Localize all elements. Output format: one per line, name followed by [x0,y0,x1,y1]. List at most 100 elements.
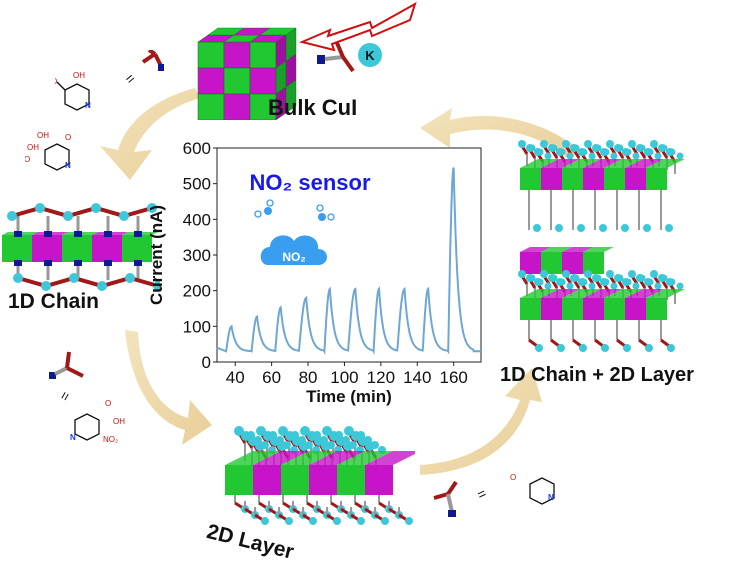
o-atom [405,517,413,525]
o-atom [636,274,644,282]
bulk-cui-label: Bulk CuI [268,95,358,120]
block-top [646,159,685,168]
block [583,168,604,190]
o-atom [606,270,614,278]
o-atom [35,203,45,213]
block-top [604,289,643,298]
block [520,298,541,320]
o-atom [570,144,578,152]
o-atom [365,441,375,451]
x-tick-label: 60 [262,368,281,387]
carboxylate-chain [11,205,153,219]
o-atom [540,140,548,148]
o-atom [285,517,293,525]
o-atom [577,224,585,232]
block-top [337,451,393,465]
svg-text:NO₂: NO₂ [103,435,118,444]
o-atom [588,282,596,290]
y-tick-label: 100 [183,317,211,336]
cube-side-cell [285,79,297,114]
o-atom [614,274,622,282]
o-atom [248,436,258,446]
block-top [541,289,580,298]
o-atom [621,224,629,232]
k-atom-label: K [365,48,375,63]
y-tick-label: 200 [183,282,211,301]
x-axis-label: Time (min) [306,387,392,406]
block [541,298,562,320]
block-top [562,247,593,252]
cube-cell [249,67,277,95]
o-atom [644,148,652,156]
o-atom [526,144,534,152]
svg-text:OH: OH [37,131,49,140]
arrow-mixed-to-bulk [420,108,580,160]
block-top [625,289,664,298]
svg-text:NO₂: NO₂ [282,250,305,264]
block-top [520,159,559,168]
block [281,465,309,495]
o-atom [588,152,596,160]
block-top [520,247,551,252]
svg-text:O: O [65,133,71,142]
molecule-icon-2 [316,204,335,221]
block [32,235,62,262]
linker-n [134,260,142,266]
ligand-hydroxy-isonicotinic: = N O OH [55,50,164,111]
o-atom [566,282,574,290]
o-atom [555,224,563,232]
o-atom [606,140,614,148]
block-top [583,159,622,168]
block [625,168,646,190]
arrow-chain-to-layer [125,330,212,445]
o-atom [628,270,636,278]
cube-cell [223,93,251,120]
o-atom [535,344,543,352]
svg-text:O: O [55,77,57,86]
block [541,252,562,274]
cube-cell [223,67,251,95]
o-atom [610,282,618,290]
o-atom [278,426,288,436]
block [583,298,604,320]
o-atom [622,148,630,156]
o-atom [654,282,662,290]
o-atom [632,282,640,290]
linker-n [14,231,22,237]
o-atom [344,426,354,436]
block [562,298,583,320]
o-atom [307,431,317,441]
block-top [604,159,643,168]
o-atom [666,278,674,286]
o-atom [592,144,600,152]
y-tick-label: 0 [202,353,211,372]
block [520,252,541,274]
o-atom [658,144,666,152]
cube-cell [223,41,251,69]
o-atom [592,274,600,282]
o-atom [518,270,526,278]
o-atom [336,436,346,446]
sensor-title: NO₂ sensor [249,170,370,195]
block [625,298,646,320]
x-tick-label: 100 [330,368,358,387]
linker-n [74,231,82,237]
block-top [583,289,622,298]
o-atom [623,344,631,352]
arrow-bulk-to-chain [100,88,200,180]
block-top [225,451,281,465]
linker-n [44,231,52,237]
o-atom [600,148,608,156]
o-atom [314,436,324,446]
o-atom [600,278,608,286]
o-atom [584,140,592,148]
y-tick-label: 400 [183,210,211,229]
x-tick-label: 120 [367,368,395,387]
cube-cell [249,41,277,69]
energy-bolt-icon [298,1,417,52]
block [365,465,393,495]
o-atom [263,431,273,441]
linker-n [14,260,22,266]
o-atom [277,441,287,451]
o-atom [300,426,310,436]
